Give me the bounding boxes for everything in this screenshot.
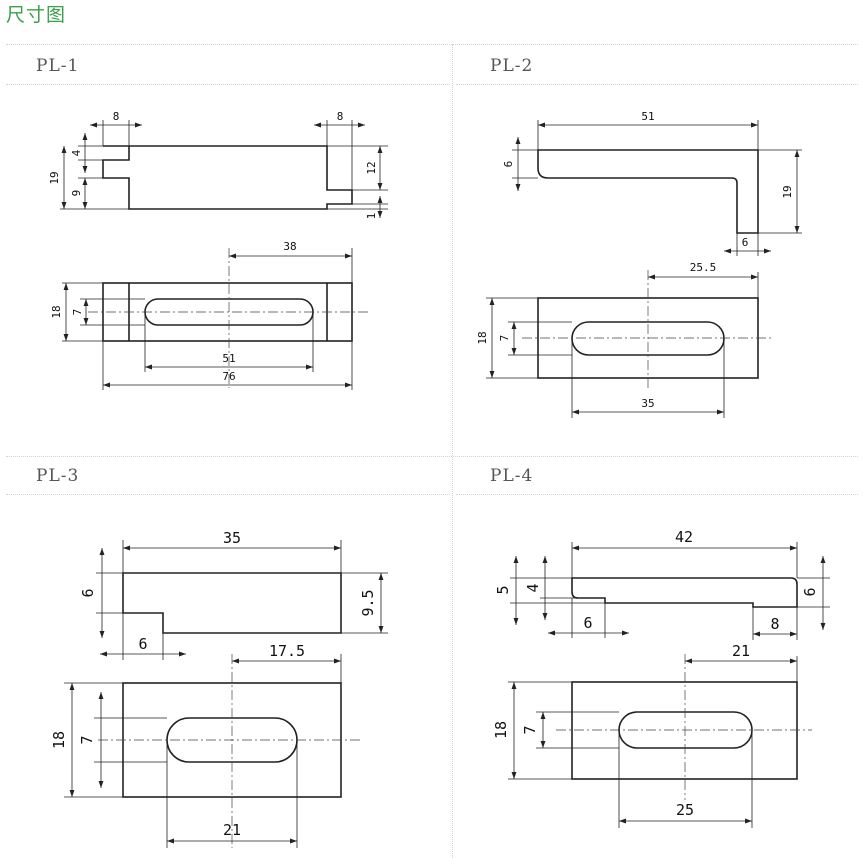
pl2-top-view: 25.5 18 7 35 [476, 261, 772, 418]
pl4-dim-6-right: 6 [801, 587, 819, 596]
panel-rule-pl1 [6, 84, 450, 85]
pl1-dim-8-left: 8 [113, 110, 120, 123]
pl4-dim-18: 18 [492, 721, 510, 739]
pl1-dim-8-right: 8 [337, 110, 344, 123]
pl3-dim-7: 7 [78, 735, 96, 744]
page-title: 尺寸图 [6, 4, 67, 26]
panel-rule-pl3 [6, 494, 450, 495]
pl3-drawing: 35 6 9.5 6 17.5 [50, 529, 388, 848]
pl4-dim-6-bottom: 6 [583, 614, 592, 632]
pl4-dim-5: 5 [494, 585, 512, 594]
panel-label-pl4: PL-4 [490, 466, 534, 486]
panel-rule-pl2 [456, 84, 858, 85]
pl3-dim-17-5: 17.5 [269, 642, 305, 660]
pl4-side-view: 42 5 4 6 6 8 [494, 528, 830, 640]
pl4-drawing: 42 5 4 6 6 8 [492, 528, 830, 828]
pl3-dim-9-5: 9.5 [359, 589, 377, 616]
pl4-dim-21: 21 [732, 642, 750, 660]
pl3-top-view: 17.5 18 7 21 [50, 642, 362, 848]
vertical-divider [452, 44, 453, 858]
panel-label-pl3: PL-3 [36, 466, 80, 486]
pl1-dim-4: 4 [70, 149, 83, 156]
pl1-dim-9: 9 [70, 190, 83, 197]
pl4-dim-42: 42 [675, 528, 693, 546]
pl2-dim-6-bottom: 6 [742, 236, 749, 249]
pl4-dim-4: 4 [524, 583, 542, 592]
pl1-dim-18: 18 [50, 305, 63, 318]
pl3-dim-18: 18 [50, 731, 68, 749]
pl4-top-view: 21 18 7 25 [492, 642, 812, 828]
pl1-dim-38: 38 [283, 240, 296, 253]
pl1-dim-7: 7 [71, 309, 84, 316]
pl2-dim-6-left: 6 [502, 161, 515, 168]
pl3-dim-6-left: 6 [79, 588, 97, 597]
pl1-dim-19: 19 [48, 171, 61, 184]
pl3-side-view: 35 6 9.5 6 [79, 529, 388, 660]
pl4-dim-7: 7 [521, 725, 539, 734]
pl1-dim-51: 51 [222, 352, 235, 365]
pl1-dim-12: 12 [365, 161, 378, 174]
pl4-dim-25: 25 [676, 801, 694, 819]
pl2-dim-51: 51 [641, 110, 654, 123]
pl1-side-view: 8 8 4 19 9 12 [48, 110, 388, 219]
horizontal-divider [6, 456, 858, 457]
pl3-dim-6-bottom: 6 [138, 635, 147, 653]
pl1-dim-1: 1 [365, 213, 378, 220]
pl3-dim-35: 35 [223, 529, 241, 547]
pl2-dim-7: 7 [498, 335, 511, 342]
panel-label-pl1: PL-1 [36, 56, 80, 76]
title-divider [6, 44, 858, 45]
pl2-dim-35: 35 [641, 397, 654, 410]
pl2-dim-19: 19 [781, 185, 794, 198]
pl1-top-view: 38 18 7 51 76 [50, 240, 370, 390]
pl4-dim-8: 8 [770, 615, 779, 633]
pl1-drawing: 8 8 4 19 9 12 [48, 110, 388, 390]
pl2-dim-18: 18 [476, 331, 489, 344]
pl2-side-view: 51 6 19 6 [502, 110, 802, 256]
pl3-dim-21: 21 [223, 821, 241, 839]
pl2-dim-25-5: 25.5 [690, 261, 717, 274]
panel-label-pl2: PL-2 [490, 56, 534, 76]
panel-rule-pl4 [456, 494, 858, 495]
pl1-dim-76: 76 [222, 370, 235, 383]
pl2-drawing: 51 6 19 6 25.5 [476, 110, 802, 418]
